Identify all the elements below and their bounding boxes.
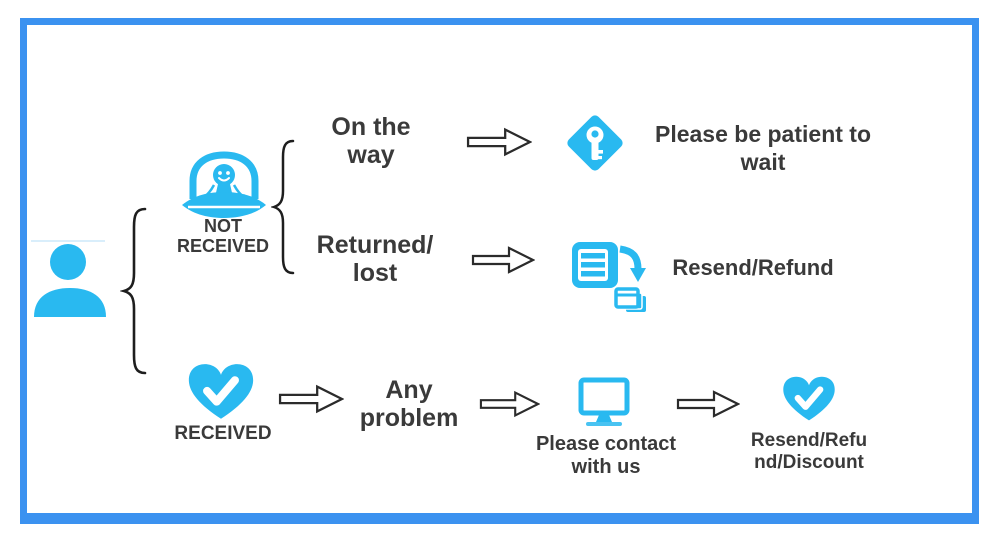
diagram-border-frame: [20, 18, 979, 524]
status-label-not-received: NOT RECEIVED: [176, 216, 270, 256]
condition-on-the-way: On the way: [331, 113, 411, 169]
result-be-patient: Please be patient to wait: [654, 121, 872, 175]
arrow-right-icon: [676, 390, 740, 418]
resend-documents-icon: [572, 242, 646, 312]
status-label-received: RECEIVED: [174, 423, 272, 444]
heart-check-icon: [188, 364, 254, 419]
arrow-right-icon: [471, 246, 535, 274]
result-resend-refund: Resend/Refund: [672, 255, 834, 280]
key-diamond-icon: [567, 115, 623, 171]
caption-please-contact: Please contact with us: [535, 433, 677, 478]
result-resend-refund-discount: Resend/Refu nd/Discount: [750, 430, 868, 473]
main-brace: [120, 207, 147, 375]
ufo-alien-icon: [182, 151, 266, 218]
person-icon: [31, 240, 106, 317]
arrow-right-icon: [278, 384, 344, 414]
arrow-right-icon: [479, 390, 540, 418]
heart-check-icon: [783, 376, 835, 421]
computer-monitor-icon: [578, 377, 630, 426]
condition-any-problem: Any problem: [359, 376, 459, 432]
condition-returned-lost: Returned/ lost: [316, 231, 434, 287]
arrow-right-icon: [466, 127, 532, 157]
sub-brace: [271, 139, 295, 275]
